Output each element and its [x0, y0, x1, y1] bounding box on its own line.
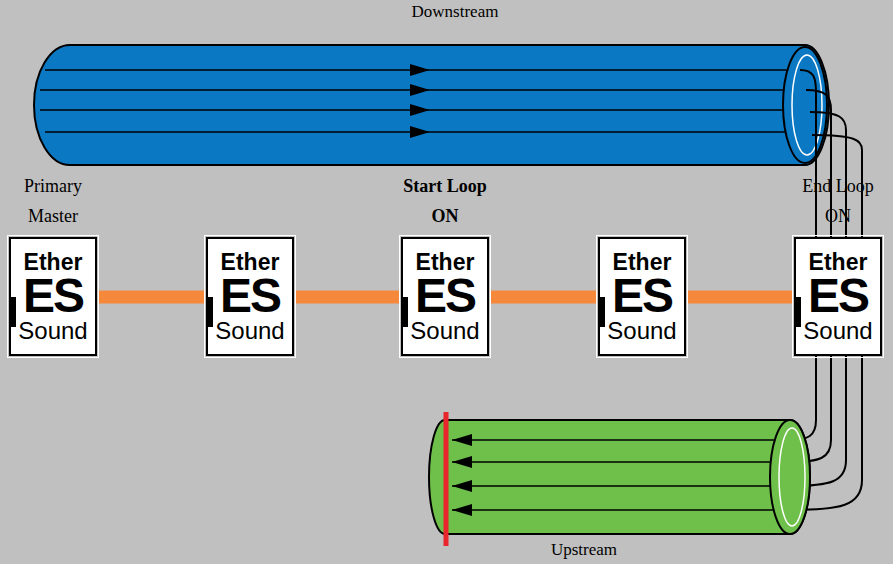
device-heading: Primary Master — [13, 171, 93, 231]
ethersound-device: End Loop ONEtherESSound — [794, 237, 882, 356]
logo-word: Ether — [24, 250, 83, 274]
logo-bar — [794, 297, 801, 327]
logo-mark: ES — [415, 274, 475, 318]
logo-word: Sound — [803, 318, 872, 344]
logo-bar — [401, 297, 408, 327]
ethersound-device: Primary MasterEtherESSound — [9, 237, 97, 356]
logo-word: Ether — [809, 250, 868, 274]
logo-word: Sound — [607, 318, 676, 344]
network-link — [99, 291, 204, 304]
logo-bar — [9, 297, 16, 327]
device-heading: Start Loop ON — [395, 171, 495, 231]
device-heading: End Loop ON — [798, 171, 878, 231]
network-link — [296, 291, 399, 304]
tube-label: Downstream — [412, 2, 499, 22]
logo-word: Sound — [410, 318, 479, 344]
downstream-tube — [34, 45, 829, 165]
logo-word: Ether — [613, 250, 672, 274]
network-link — [491, 291, 596, 304]
logo-mark: ES — [808, 274, 868, 318]
logo-bar — [206, 297, 213, 327]
logo-word: Ether — [221, 250, 280, 274]
logo-word: Sound — [18, 318, 87, 344]
ethersound-device: EtherESSound — [206, 237, 294, 356]
logo-mark: ES — [23, 274, 83, 318]
upstream-tube — [429, 412, 810, 546]
logo-word: Sound — [215, 318, 284, 344]
network-link — [688, 291, 792, 304]
ethersound-device: EtherESSound — [598, 237, 686, 356]
logo-bar — [598, 297, 605, 327]
logo-mark: ES — [612, 274, 672, 318]
ethersound-device: Start Loop ONEtherESSound — [401, 237, 489, 356]
logo-mark: ES — [220, 274, 280, 318]
logo-word: Ether — [416, 250, 475, 274]
tube-label: Upstream — [551, 540, 617, 560]
